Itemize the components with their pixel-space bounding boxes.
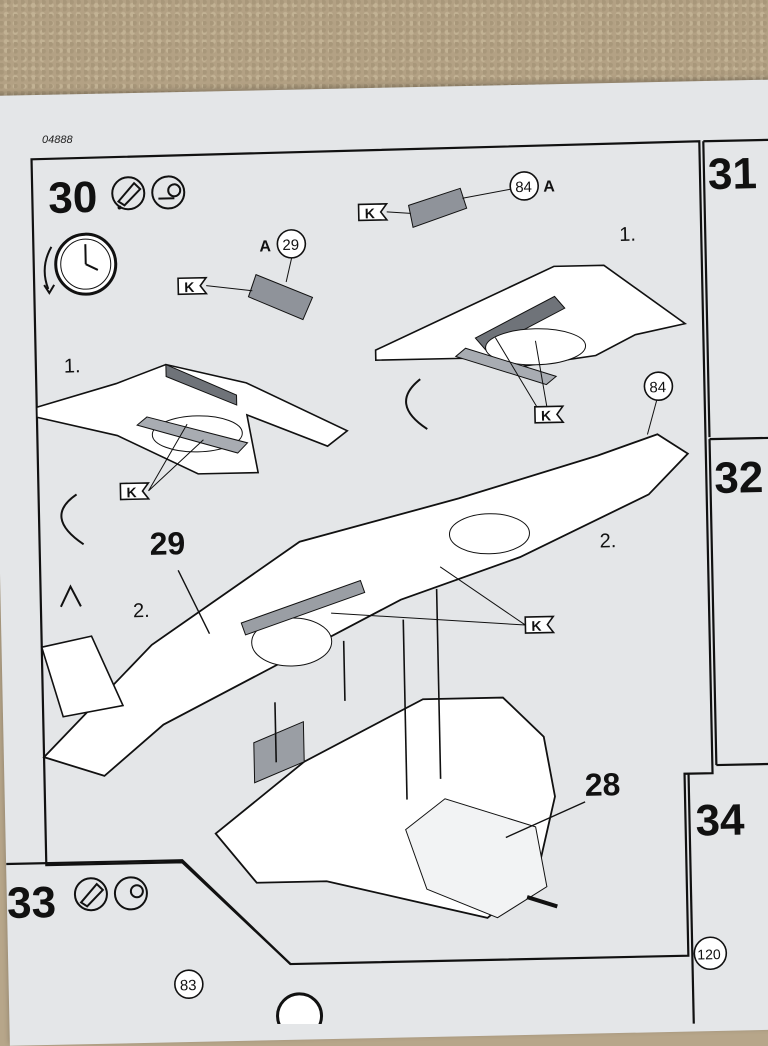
part-84-piece [408, 187, 468, 228]
step-30-number: 30 [48, 173, 98, 223]
substep-1-left: 1. [64, 355, 81, 377]
svg-text:K: K [126, 484, 136, 500]
sheet-code: 04888 [42, 134, 73, 146]
svg-text:K: K [531, 618, 541, 634]
part-28-label: 28 [584, 766, 620, 803]
part-29-piece [247, 273, 314, 321]
paint-k-flag: K [331, 566, 556, 634]
svg-text:29: 29 [282, 237, 299, 254]
paint-k-flag: K [177, 276, 253, 295]
paint-k-flag: K [494, 337, 565, 424]
step-32-number: 32 [714, 453, 764, 503]
glue-tube-icon [73, 877, 108, 912]
part-ref-83: 83 [174, 969, 204, 999]
masking-tape-icon [113, 876, 148, 911]
fuselage [214, 696, 558, 919]
svg-text:K: K [541, 407, 551, 423]
substep-1-right: 1. [619, 224, 636, 246]
part-ref-120: 120 [693, 936, 728, 971]
svg-text:K: K [365, 205, 375, 221]
assembly-arrows [274, 588, 442, 800]
svg-text:K: K [184, 279, 194, 295]
part-29-label: 29 [149, 525, 185, 562]
step-30-frame [30, 140, 714, 966]
rotate-arrow-icon [405, 378, 428, 430]
part-ref-29: 29 A [259, 229, 307, 283]
svg-text:84: 84 [649, 379, 666, 396]
paint-k-flag: K [357, 203, 411, 221]
paint-k-flag: K [119, 423, 204, 500]
step-33-frame [6, 859, 292, 965]
part-ref-84-tip: 84 [643, 371, 674, 435]
svg-text:84: 84 [515, 179, 532, 196]
assembly-diagram: 30 31 32 33 34 [6, 138, 768, 1024]
left-wing-panel [35, 363, 349, 475]
rotate-arrow-icon [60, 493, 85, 546]
full-wing [42, 433, 690, 777]
part-ref-84: 84 A [462, 171, 555, 201]
right-wing-panel [374, 264, 688, 386]
clock-icon [276, 992, 324, 1024]
svg-text:A: A [543, 178, 555, 195]
masking-tape-icon [151, 175, 186, 210]
clock-icon [43, 232, 118, 296]
substep-2-left: 2. [133, 600, 150, 622]
substep-2-right: 2. [599, 530, 616, 552]
step-34-number: 34 [695, 796, 745, 846]
step-33-number: 33 [7, 878, 57, 928]
step-34-frame [687, 773, 695, 1024]
cockpit-canopy-left [40, 584, 125, 718]
step-31-number: 31 [707, 149, 757, 199]
svg-text:83: 83 [180, 977, 197, 994]
step-31-32-frames [702, 138, 768, 767]
svg-text:120: 120 [697, 946, 721, 962]
svg-text:A: A [259, 238, 271, 255]
glue-tube-icon [111, 176, 146, 211]
